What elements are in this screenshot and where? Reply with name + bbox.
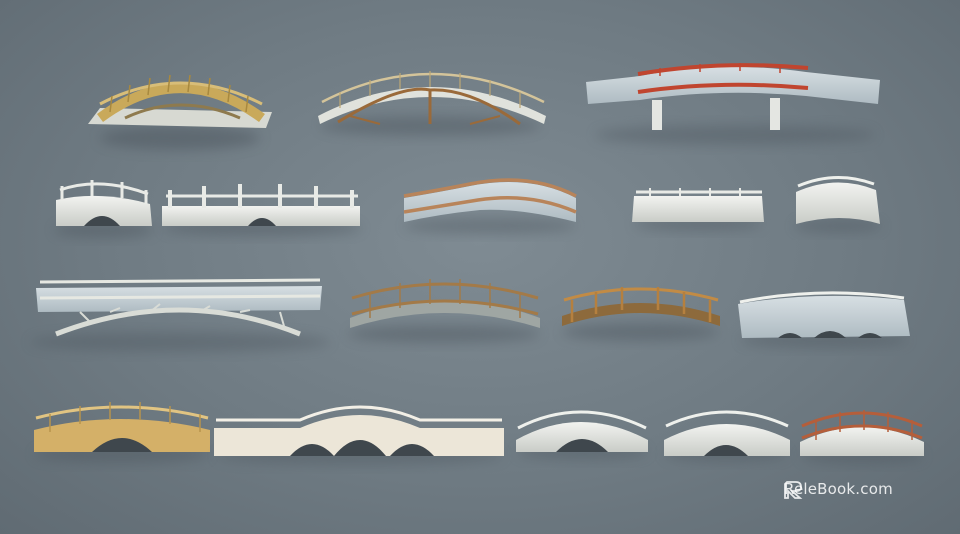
relebook-logo-icon xyxy=(784,481,803,499)
red-rail-arch-bridge xyxy=(800,410,924,464)
white-hump-bridge xyxy=(794,175,882,233)
relebook-watermark: ReleBook.com xyxy=(784,480,893,499)
small-white-stone-arch-bridge xyxy=(54,180,154,238)
white-rail-arch-bridge-b xyxy=(664,410,790,462)
watermark-text: ReleBook.com xyxy=(784,480,893,498)
long-truss-bridge xyxy=(30,278,330,352)
wood-lattice-arch-bridge xyxy=(348,279,540,343)
yellow-lattice-arch-bridge xyxy=(88,74,272,150)
wooden-arch-bridge xyxy=(562,287,720,341)
white-three-arch-bridge xyxy=(738,291,910,348)
white-rail-arch-bridge-a xyxy=(516,410,648,460)
red-rail-flat-bridge xyxy=(586,63,880,145)
white-flat-slab-bridge xyxy=(632,188,764,231)
white-balustrade-flat-bridge xyxy=(162,184,362,236)
curved-wood-rail-bridge xyxy=(403,178,577,234)
golden-arch-bridge xyxy=(34,402,210,463)
stone-three-arch-bridge xyxy=(214,405,504,465)
wood-frame-arch-bridge xyxy=(318,71,546,136)
